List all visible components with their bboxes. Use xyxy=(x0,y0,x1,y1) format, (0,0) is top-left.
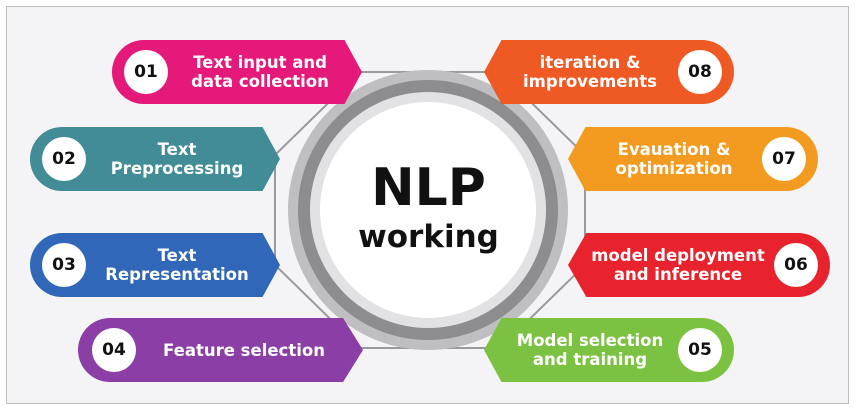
step-number-badge: 07 xyxy=(762,137,806,181)
step-label: Model selection and training xyxy=(516,331,664,369)
step-label: Text Preprocessing xyxy=(110,140,244,178)
step-number-badge: 04 xyxy=(92,328,136,372)
step-number-badge: 01 xyxy=(124,50,168,94)
step-label: Text input and data collection xyxy=(191,53,329,91)
step-number-badge: 08 xyxy=(678,50,722,94)
step-08: iteration & improvements 08 xyxy=(484,40,734,104)
step-number-badge: 05 xyxy=(678,328,722,372)
step-03: 03 Text Representation xyxy=(30,233,280,297)
step-label: model deployment and inference xyxy=(591,246,765,284)
step-07: Evauation & optimization 07 xyxy=(568,127,818,191)
step-02: 02 Text Preprocessing xyxy=(30,127,280,191)
step-04: 04 Feature selection xyxy=(78,318,363,382)
step-number-badge: 03 xyxy=(42,243,86,287)
step-label: iteration & improvements xyxy=(523,53,657,91)
step-label: Evauation & optimization xyxy=(615,140,733,178)
step-01: 01 Text input and data collection xyxy=(112,40,362,104)
step-number-badge: 06 xyxy=(774,243,818,287)
step-label: Feature selection xyxy=(163,340,325,360)
step-number-badge: 02 xyxy=(42,137,86,181)
step-label: Text Representation xyxy=(105,246,249,284)
center-subtitle: working xyxy=(358,219,499,255)
step-06: model deployment and inference 06 xyxy=(568,233,830,297)
center-disc xyxy=(320,102,536,318)
step-05: Model selection and training 05 xyxy=(484,318,734,382)
center-title: NLP xyxy=(371,158,486,218)
